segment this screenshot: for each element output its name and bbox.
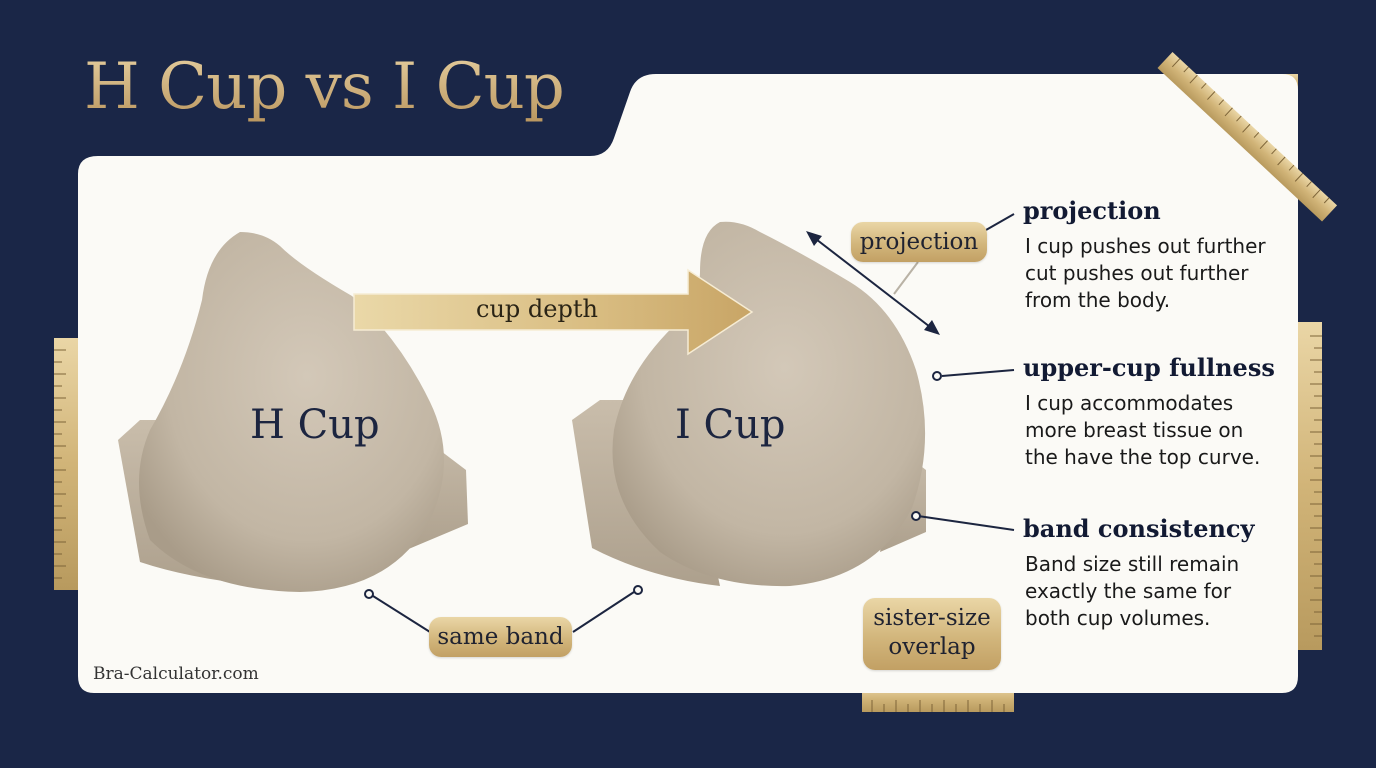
- left-ruler: [54, 338, 80, 590]
- annotation-body-upper-cup: I cup accommodates more breast tissue on…: [1025, 390, 1260, 471]
- sister-size-line-1: sister-size: [873, 605, 991, 631]
- projection-pill: projection: [851, 222, 987, 262]
- annotation-line: I cup accommodates: [1025, 391, 1234, 415]
- callout-lines: [372, 213, 1015, 633]
- cup-depth-arrow: [353, 268, 754, 356]
- annotation-line: from the body.: [1025, 288, 1171, 312]
- annotation-heading-projection: projection: [1023, 196, 1161, 225]
- right-ruler: [1296, 322, 1322, 650]
- annotation-body-projection: I cup pushes out further cut pushes out …: [1025, 233, 1266, 314]
- annotation-heading-upper-cup: upper-cup fullness: [1023, 353, 1275, 382]
- annotation-line: cut pushes out further: [1025, 261, 1249, 285]
- brand-watermark: Bra-Calculator.com: [93, 664, 259, 684]
- callout-dots: [364, 371, 942, 599]
- annotation-heading-band: band consistency: [1023, 514, 1255, 543]
- annotation-body-band: Band size still remain exactly the same …: [1025, 551, 1239, 632]
- cup-depth-label: cup depth: [476, 295, 598, 323]
- i-cup-label: I Cup: [675, 402, 786, 448]
- h-cup-label: H Cup: [250, 402, 380, 448]
- diagonal-ruler: [1157, 51, 1338, 222]
- sister-size-line-2: overlap: [888, 634, 976, 660]
- annotation-line: exactly the same for: [1025, 579, 1232, 603]
- annotation-line: the have the top curve.: [1025, 445, 1261, 469]
- annotation-line: Band size still remain: [1025, 552, 1240, 576]
- same-band-pill: same band: [429, 617, 572, 657]
- sister-size-pill: sister-size overlap: [863, 598, 1001, 670]
- projection-arrow: [806, 231, 940, 335]
- page-title: H Cup vs I Cup: [84, 50, 565, 124]
- annotation-line: both cup volumes.: [1025, 606, 1211, 630]
- annotation-line: I cup pushes out further: [1025, 234, 1266, 258]
- annotation-line: more breast tissue on: [1025, 418, 1244, 442]
